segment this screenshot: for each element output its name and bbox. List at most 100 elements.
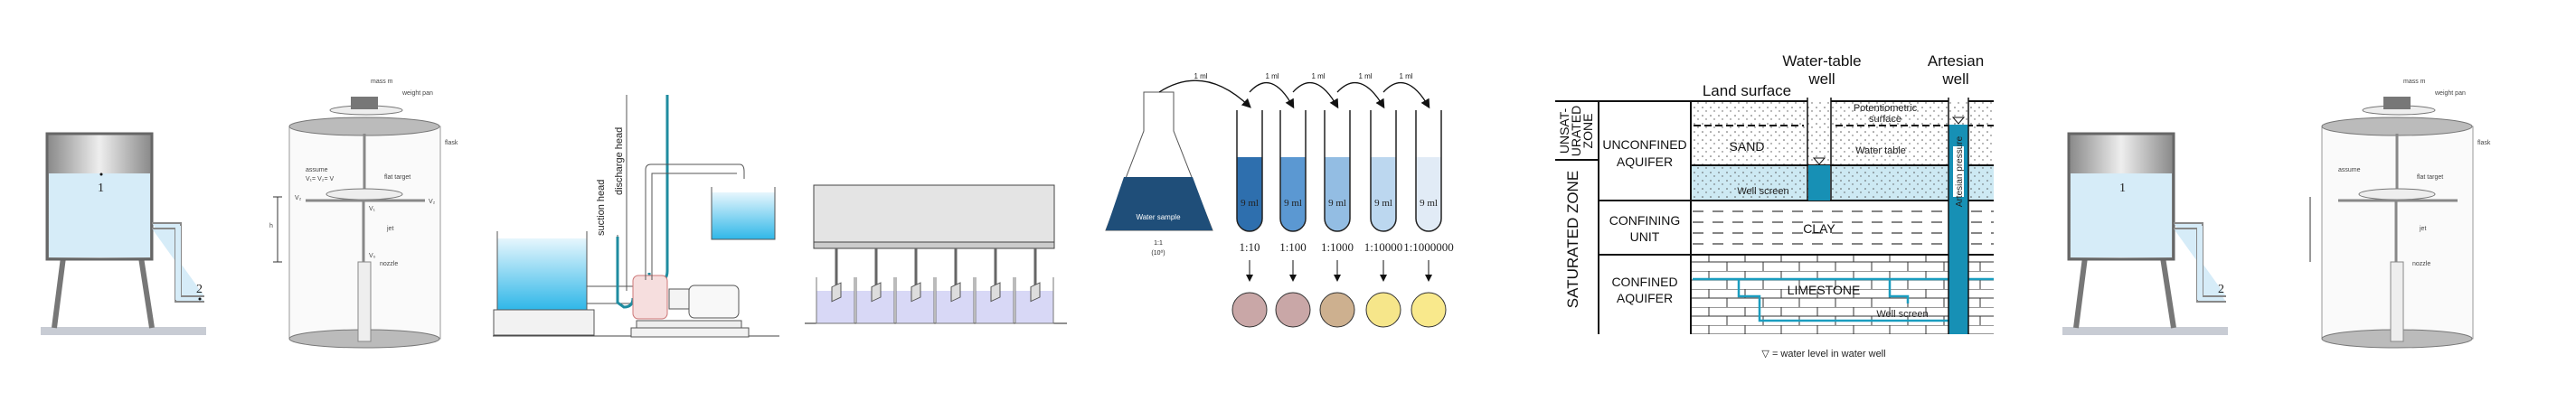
saturated-zone-label: SATURATED ZONE [1564, 171, 1581, 308]
artesian-well-title-2: well [1941, 70, 1968, 88]
floor [41, 327, 206, 335]
tube-volume-label: 9 ml [1328, 198, 1346, 209]
water-table-well-water [1808, 165, 1830, 201]
flask-ratio: 1:1 [1154, 240, 1163, 247]
assume-equation: V₁= V₂= V [306, 176, 334, 182]
transfer-arrow [1249, 82, 1295, 109]
land-surface-label: Land surface [1703, 82, 1791, 99]
well-screen-lower-label: Well screen [1876, 309, 1928, 320]
unconfined-aquifer-label: UNCONFINED [1602, 137, 1686, 152]
mass-block [351, 97, 378, 109]
transfer-label: 1 ml [1265, 72, 1279, 80]
aquifer-diagram: Water-table well Artesian well Land surf… [1555, 52, 1994, 359]
dilution-ratio: 1:100 [1279, 240, 1307, 254]
paddle [911, 282, 921, 303]
test-tube: 9 ml 1:1000000 1 ml [1382, 72, 1454, 328]
weight-pan-label: weight pan [2434, 90, 2466, 97]
point-1-label: 1 [98, 182, 104, 195]
water-level-legend: ▽ = water level in water well [1761, 349, 1885, 359]
v0-label: V₀ [369, 253, 376, 259]
confining-unit-label-2: UNIT [1630, 229, 1660, 244]
tube-volume-label: 9 ml [1284, 198, 1302, 209]
water-table-well-title-2: well [1807, 70, 1835, 88]
point-1-label: 1 [2119, 182, 2126, 195]
beaker [975, 248, 1014, 324]
beaker [895, 248, 935, 324]
flat-target-label: flat target [2417, 174, 2443, 181]
jet-label: jet [386, 226, 393, 232]
transfer-label: 1 ml [1358, 72, 1372, 80]
limestone-label: LIMESTONE [1788, 283, 1861, 297]
tank-diagram-2: 1 2 [2062, 132, 2228, 335]
discharge-head-label: discharge head [614, 127, 625, 195]
jet-apparatus-diagram-2: mass m weight pan flask assume flat targ… [2309, 79, 2491, 349]
test-tube: 9 ml 1:1000 1 ml [1292, 72, 1355, 328]
paddle [990, 282, 1001, 303]
tube-volume-label: 9 ml [1241, 198, 1259, 209]
tube-volume-label: 9 ml [1374, 198, 1392, 209]
tube-volume-label: 9 ml [1420, 198, 1438, 209]
flat-target-label: flat target [384, 174, 410, 181]
well-screen-upper-label: Well screen [1737, 186, 1788, 197]
water-table-label: Water table [1855, 145, 1906, 156]
pump-diagram: suction head discharge head [493, 95, 779, 338]
jet-apparatus-diagram: mass m weight pan flask assume V₁= V₂= V… [269, 79, 458, 349]
sand-label: SAND [1730, 139, 1765, 154]
potentiometric-surface-label: Potentiometric [1854, 103, 1918, 114]
paddle [831, 282, 842, 303]
flask-label: flask [2477, 140, 2491, 146]
transfer-label: 1 ml [1311, 72, 1325, 80]
mass-label: mass m [371, 79, 393, 85]
beaker [1014, 248, 1054, 324]
serial-dilution-diagram: Water sample 1:1 (10⁰) 9 ml1:101 ml9 ml1… [1105, 72, 1454, 328]
tank-diagram: 1 2 [41, 132, 206, 335]
v2-right-label: V₂ [429, 199, 436, 205]
unconfined-aquifer-label-2: AQUIFER [1617, 154, 1673, 169]
beaker [935, 248, 975, 324]
v2-left-label: V₂ [295, 195, 302, 201]
water-table-well-title: Water-table [1782, 52, 1861, 70]
flask-label: Water sample [1136, 213, 1181, 221]
beaker [855, 248, 895, 324]
paddle [950, 282, 961, 303]
confined-aquifer-label: CONFINED [1611, 275, 1677, 289]
unsat-zone-label-2: URATED [1569, 106, 1583, 157]
flask-label: flask [445, 140, 458, 146]
jar-test-diagram [805, 184, 1067, 324]
dilution-ratio: 1:1000000 [1403, 240, 1454, 254]
assume-label: assume [306, 167, 328, 173]
petri-dish [1275, 292, 1311, 328]
v1-label: V₁ [369, 206, 376, 212]
weight-pan-label: weight pan [401, 90, 433, 97]
paddle [1030, 282, 1041, 303]
mass-label: mass m [2403, 79, 2426, 85]
clay-label: CLAY [1803, 221, 1835, 236]
unsat-zone-label-3: ZONE [1581, 114, 1595, 149]
petri-dish [1365, 292, 1401, 328]
unsat-zone-label-1: UNSAT- [1557, 108, 1571, 154]
artesian-pressure-label: Artesian pressure [1955, 135, 1965, 207]
point-2-label: 2 [196, 283, 203, 296]
transfer-arrow [1158, 79, 1251, 108]
transfer-arrow [1382, 82, 1430, 109]
assume-label: assume [2338, 167, 2361, 173]
confining-unit-label: CONFINING [1609, 213, 1681, 228]
h-label: h [269, 223, 273, 229]
point-2-label: 2 [2218, 283, 2224, 296]
test-tube: 9 ml 1:100 1 ml [1249, 72, 1311, 328]
flask-exponent: (10⁰) [1151, 249, 1165, 257]
petri-dish [1411, 292, 1447, 328]
transfer-label: 1 ml [1194, 72, 1207, 80]
potentiometric-surface-label-2: surface [1869, 114, 1901, 125]
test-tube: 9 ml1:101 ml [1158, 72, 1268, 328]
paddle [871, 282, 882, 303]
jet-label: jet [2419, 226, 2426, 232]
artesian-well-title: Artesian [1928, 52, 1984, 70]
beaker [816, 248, 855, 324]
dilution-ratio: 1:1000 [1321, 240, 1354, 254]
transfer-label: 1 ml [1399, 72, 1412, 80]
petri-dish [1319, 292, 1355, 328]
transfer-arrow [1292, 82, 1339, 109]
